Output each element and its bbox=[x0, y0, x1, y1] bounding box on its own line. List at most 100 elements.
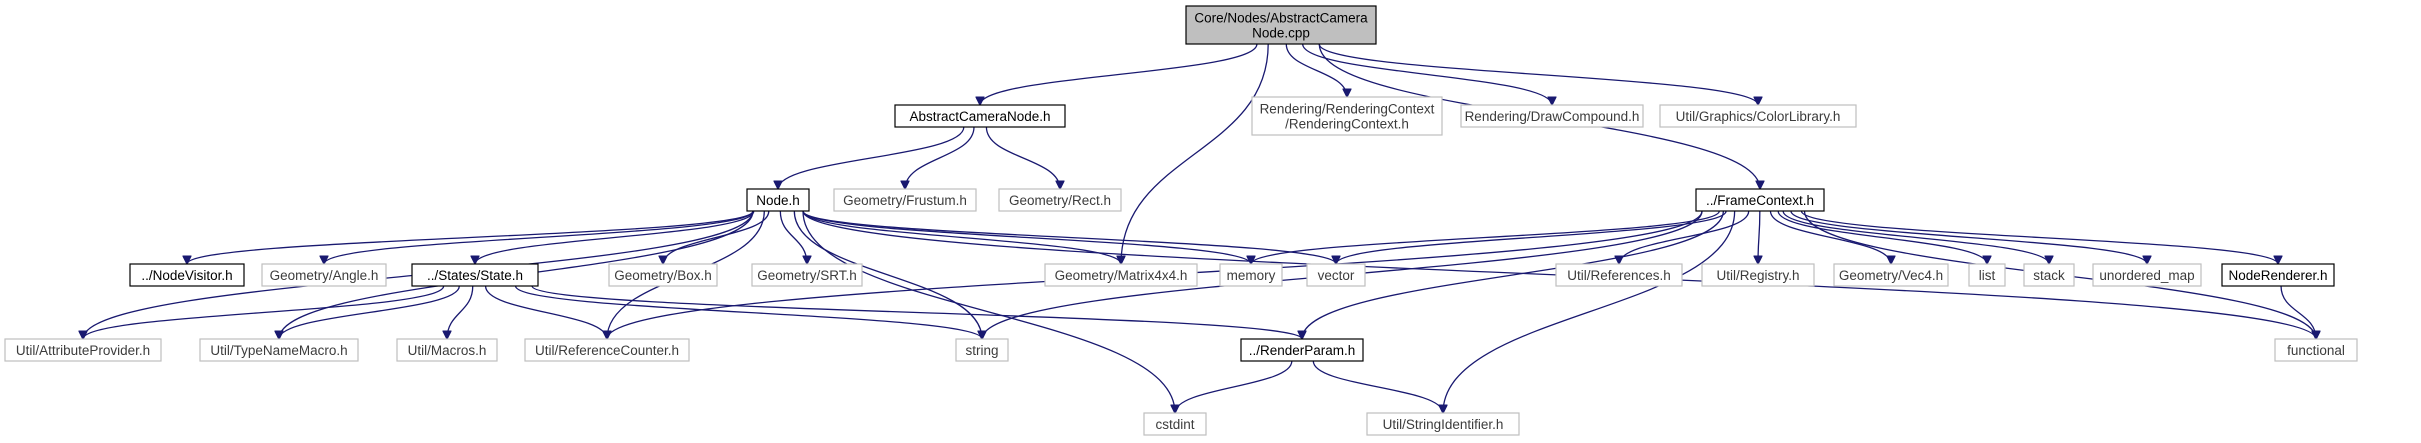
node-label-string: string bbox=[965, 343, 998, 358]
node-label-macros: Util/Macros.h bbox=[408, 343, 487, 358]
node-box-memory bbox=[1219, 263, 1283, 287]
edge-fc-to-vec4 bbox=[1769, 210, 1891, 264]
node-label-list: list bbox=[1979, 268, 1996, 283]
edge-fc-to-vector bbox=[1336, 210, 1727, 264]
node-stack: stack bbox=[2023, 263, 2075, 287]
node-box-nv bbox=[129, 263, 245, 287]
node-functional: functional bbox=[2274, 338, 2358, 362]
node-macros: Util/Macros.h bbox=[396, 338, 498, 362]
edge-root-to-rc bbox=[1285, 43, 1347, 97]
edge-state-to-rp bbox=[531, 285, 1302, 339]
nodes-layer: Core/Nodes/AbstractCameraNode.cppAbstrac… bbox=[4, 5, 2358, 436]
node-label-rc: /RenderingContext.h bbox=[1285, 117, 1409, 132]
edge-acn-to-node bbox=[778, 126, 965, 189]
node-box: Geometry/Box.h bbox=[608, 263, 718, 287]
node-umap: unordered_map bbox=[2092, 263, 2202, 287]
node-nr[interactable]: NodeRenderer.h bbox=[2221, 263, 2335, 287]
node-box-registry bbox=[1701, 263, 1815, 287]
node-box-cstdint bbox=[1143, 412, 1207, 436]
edge-root-to-dc bbox=[1302, 43, 1552, 105]
node-srt: Geometry/SRT.h bbox=[751, 263, 863, 287]
node-vec4: Geometry/Vec4.h bbox=[1833, 263, 1949, 287]
edge-node-to-matrix bbox=[802, 210, 1121, 264]
edge-fc-to-registry bbox=[1758, 210, 1760, 264]
node-label-functional: functional bbox=[2287, 343, 2345, 358]
node-box-matrix bbox=[1044, 263, 1198, 287]
node-box-rp bbox=[1240, 338, 1364, 362]
edge-fc-to-memory bbox=[1251, 210, 1720, 265]
node-angle: Geometry/Angle.h bbox=[261, 263, 387, 287]
edge-root-to-acn bbox=[980, 43, 1258, 105]
edge-fc-to-strid bbox=[1443, 210, 1736, 413]
edge-nr-to-functional bbox=[2280, 285, 2316, 339]
node-attr: Util/AttributeProvider.h bbox=[4, 338, 162, 362]
node-fc[interactable]: ../FrameContext.h bbox=[1695, 188, 1825, 212]
edge-node-to-string bbox=[793, 210, 982, 339]
edge-root-to-matrix bbox=[1121, 43, 1269, 264]
node-vector: vector bbox=[1306, 263, 1366, 287]
node-box-rc bbox=[1251, 96, 1443, 136]
edge-state-to-string bbox=[514, 285, 982, 340]
node-label-rp: ../RenderParam.h bbox=[1249, 343, 1356, 358]
node-box-strid bbox=[1366, 412, 1520, 436]
node-box-tnm bbox=[199, 338, 359, 362]
node-label-fc: ../FrameContext.h bbox=[1706, 193, 1814, 208]
node-box-box bbox=[608, 263, 718, 287]
node-label-angle: Geometry/Angle.h bbox=[270, 268, 379, 283]
node-label-umap: unordered_map bbox=[2099, 268, 2194, 283]
node-box-list bbox=[1968, 263, 2006, 287]
node-box-attr bbox=[4, 338, 162, 362]
node-rect: Geometry/Rect.h bbox=[998, 188, 1122, 212]
node-list: list bbox=[1968, 263, 2006, 287]
node-box-string bbox=[955, 338, 1009, 362]
node-label-dc: Rendering/DrawCompound.h bbox=[1465, 109, 1640, 124]
edge-fc-to-refs bbox=[1619, 210, 1750, 264]
node-dc: Rendering/DrawCompound.h bbox=[1460, 104, 1644, 128]
node-strid: Util/StringIdentifier.h bbox=[1366, 412, 1520, 436]
node-box-vec4 bbox=[1833, 263, 1949, 287]
node-box-state bbox=[411, 263, 539, 287]
node-label-strid: Util/StringIdentifier.h bbox=[1383, 417, 1504, 432]
node-label-tnm: Util/TypeNameMacro.h bbox=[210, 343, 347, 358]
edge-state-to-attr bbox=[83, 285, 445, 339]
node-label-root: Core/Nodes/AbstractCamera bbox=[1194, 11, 1368, 26]
node-cl: Util/Graphics/ColorLibrary.h bbox=[1659, 104, 1857, 128]
node-root[interactable]: Core/Nodes/AbstractCameraNode.cpp bbox=[1185, 5, 1377, 45]
node-box-stack bbox=[2023, 263, 2075, 287]
node-state[interactable]: ../States/State.h bbox=[411, 263, 539, 287]
node-label-root: Node.cpp bbox=[1252, 26, 1310, 41]
edge-state-to-macros bbox=[447, 285, 474, 339]
edge-node-to-box bbox=[663, 210, 770, 264]
edge-node-to-vector bbox=[802, 210, 1336, 265]
node-label-vec4: Geometry/Vec4.h bbox=[1839, 268, 1943, 283]
edge-node-to-cstdint bbox=[802, 210, 1175, 413]
node-rc: Rendering/RenderingContext/RenderingCont… bbox=[1251, 96, 1443, 136]
node-rp[interactable]: ../RenderParam.h bbox=[1240, 338, 1364, 362]
node-box-refs bbox=[1555, 263, 1683, 287]
node-frustum: Geometry/Frustum.h bbox=[833, 188, 977, 212]
edge-node-to-srt bbox=[779, 210, 807, 264]
node-label-refs: Util/References.h bbox=[1567, 268, 1671, 283]
node-box-node bbox=[746, 188, 810, 212]
node-box-functional bbox=[2274, 338, 2358, 362]
node-memory: memory bbox=[1219, 263, 1283, 287]
node-box-rect bbox=[998, 188, 1122, 212]
node-box-dc bbox=[1460, 104, 1644, 128]
node-label-refcount: Util/ReferenceCounter.h bbox=[535, 343, 679, 358]
node-node[interactable]: Node.h bbox=[746, 188, 810, 212]
edge-fc-to-rp bbox=[1302, 210, 1725, 339]
node-nv[interactable]: ../NodeVisitor.h bbox=[129, 263, 245, 287]
edge-fc-to-nr bbox=[1800, 210, 2278, 264]
edge-fc-to-stack bbox=[1782, 210, 2049, 264]
node-box-frustum bbox=[833, 188, 977, 212]
node-label-node: Node.h bbox=[756, 193, 800, 208]
node-matrix: Geometry/Matrix4x4.h bbox=[1044, 263, 1198, 287]
node-string: string bbox=[955, 338, 1009, 362]
node-box-nr bbox=[2221, 263, 2335, 287]
node-label-stack: stack bbox=[2033, 268, 2065, 283]
node-box-acn bbox=[894, 104, 1066, 128]
node-box-macros bbox=[396, 338, 498, 362]
node-acn[interactable]: AbstractCameraNode.h bbox=[894, 104, 1066, 128]
edge-fc-to-list bbox=[1777, 210, 1987, 264]
node-box-fc bbox=[1695, 188, 1825, 212]
